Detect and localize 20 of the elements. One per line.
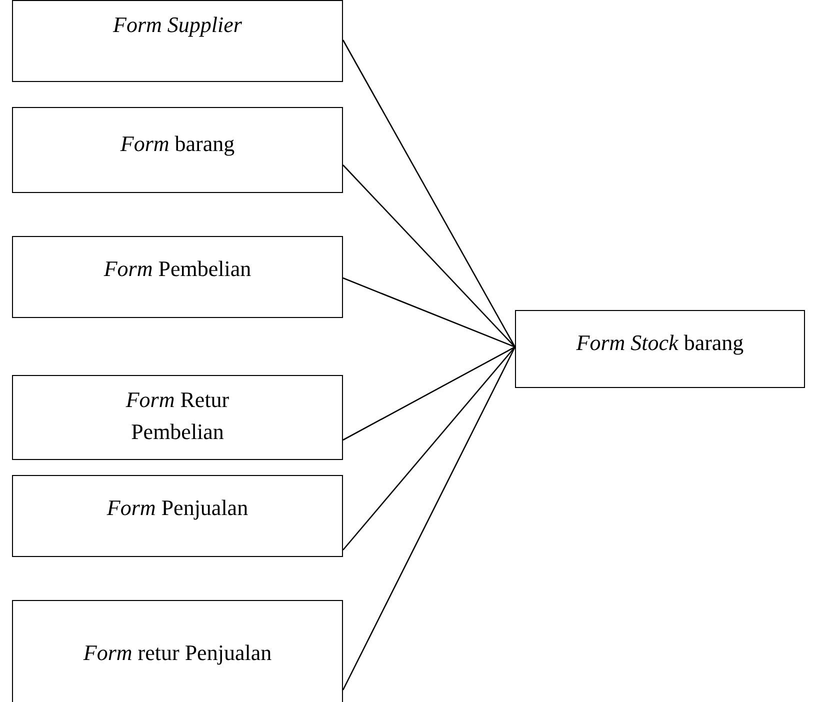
form-label: Form Stock barang (576, 329, 744, 357)
connector-line (342, 346, 516, 441)
form-box (12, 475, 343, 557)
form-label: Form barang (120, 130, 235, 158)
form-box (12, 600, 343, 702)
connector-line (342, 164, 516, 348)
form-box (12, 0, 343, 82)
connector-line (342, 346, 516, 550)
form-label: Form retur Penjualan (83, 639, 272, 667)
connector-line (342, 277, 516, 348)
form-label: Form Supplier (113, 11, 242, 39)
form-box (12, 107, 343, 193)
form-label: Form Retur Pembelian (124, 386, 230, 446)
form-box (515, 310, 805, 388)
form-label: Form Penjualan (106, 494, 248, 522)
connector-line (342, 346, 516, 690)
form-box (12, 375, 343, 460)
form-label: Form Pembelian (104, 255, 252, 283)
form-box (12, 236, 343, 318)
connector-line (342, 40, 516, 348)
